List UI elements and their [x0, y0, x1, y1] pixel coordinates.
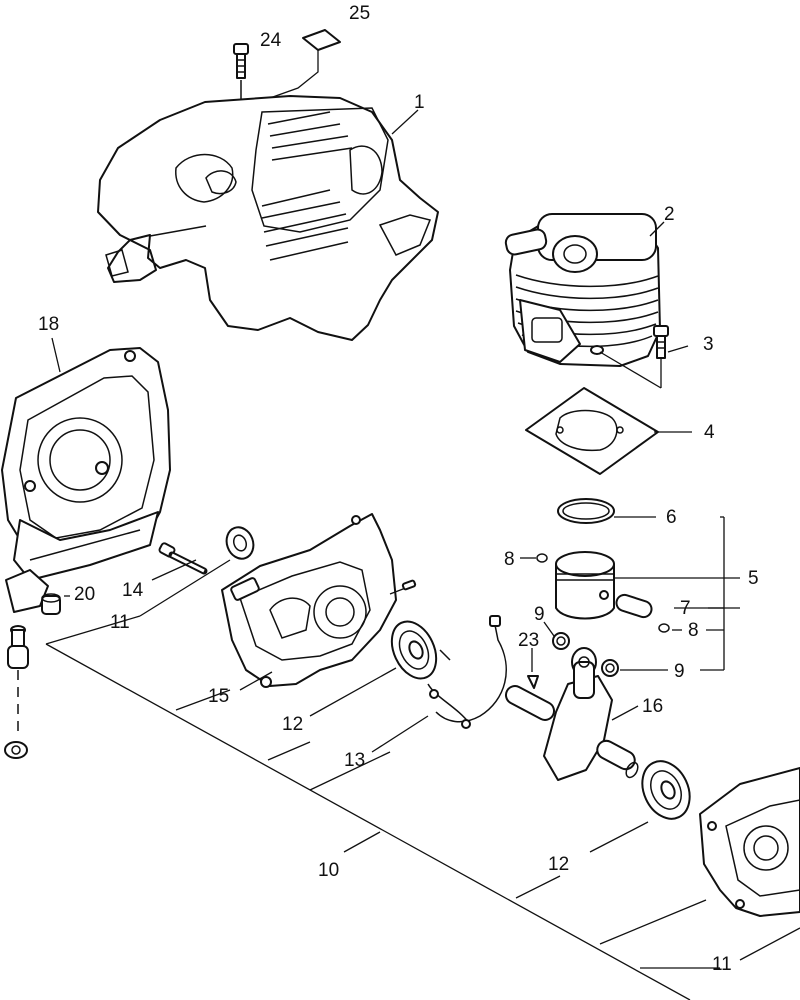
part-7-piston-pin [615, 593, 653, 619]
callout-5: 5 [748, 568, 759, 589]
callout-labels: 25 24 1 2 3 4 18 6 8 5 14 20 11 9 7 8 23… [38, 3, 759, 975]
vibration-mount [4, 625, 29, 759]
part-15-crankcase-left [221, 513, 417, 688]
callout-15: 15 [208, 686, 229, 707]
part-1-engine-cover [97, 95, 439, 341]
callout-20: 20 [74, 584, 95, 605]
part-10-bracket-frame [45, 615, 720, 1000]
callout-11-upper: 11 [110, 612, 130, 633]
part-5-piston [555, 551, 615, 620]
callout-8-right: 8 [688, 620, 699, 641]
part-8-circlip-right [658, 623, 670, 633]
part-6-piston-ring [557, 498, 615, 524]
part-4-gasket [525, 387, 659, 475]
callout-14: 14 [122, 580, 144, 601]
callout-25: 25 [349, 3, 370, 24]
part-25-decal [269, 29, 341, 99]
callout-2: 2 [664, 204, 675, 225]
callout-10: 10 [318, 860, 339, 881]
callout-11-lower: 11 [712, 954, 732, 975]
callout-3: 3 [703, 334, 714, 355]
callout-16: 16 [642, 696, 663, 717]
callout-23: 23 [518, 630, 539, 651]
callout-8-left: 8 [504, 549, 515, 570]
part-8-circlip-left [536, 553, 548, 563]
part-18-fan-housing [1, 347, 171, 581]
part-12-bearing-upper [390, 620, 438, 680]
callout-4: 4 [704, 422, 715, 443]
part-2-cylinder [504, 213, 661, 367]
part-16-crankshaft [504, 647, 639, 781]
part-9-needle-bearing [552, 632, 619, 677]
callout-1: 1 [414, 92, 425, 113]
callout-13: 13 [344, 750, 365, 771]
callout-12-upper: 12 [282, 714, 303, 735]
part-20-bushing [5, 569, 61, 615]
part-12-bearing-lower [641, 760, 691, 820]
callout-7: 7 [680, 598, 691, 619]
callout-6: 6 [666, 507, 677, 528]
part-3-bolt [599, 325, 669, 389]
part-11-oil-seal-upper [225, 526, 255, 560]
callout-24: 24 [260, 30, 282, 51]
part-13-clip [427, 615, 507, 729]
crankcase-right [699, 767, 800, 917]
leader-lines [51, 109, 800, 961]
callout-18: 18 [38, 314, 59, 335]
callout-9-left: 9 [534, 604, 545, 625]
part-23-key [527, 675, 539, 689]
callout-12-lower: 12 [548, 854, 569, 875]
callout-9-right: 9 [674, 661, 685, 682]
